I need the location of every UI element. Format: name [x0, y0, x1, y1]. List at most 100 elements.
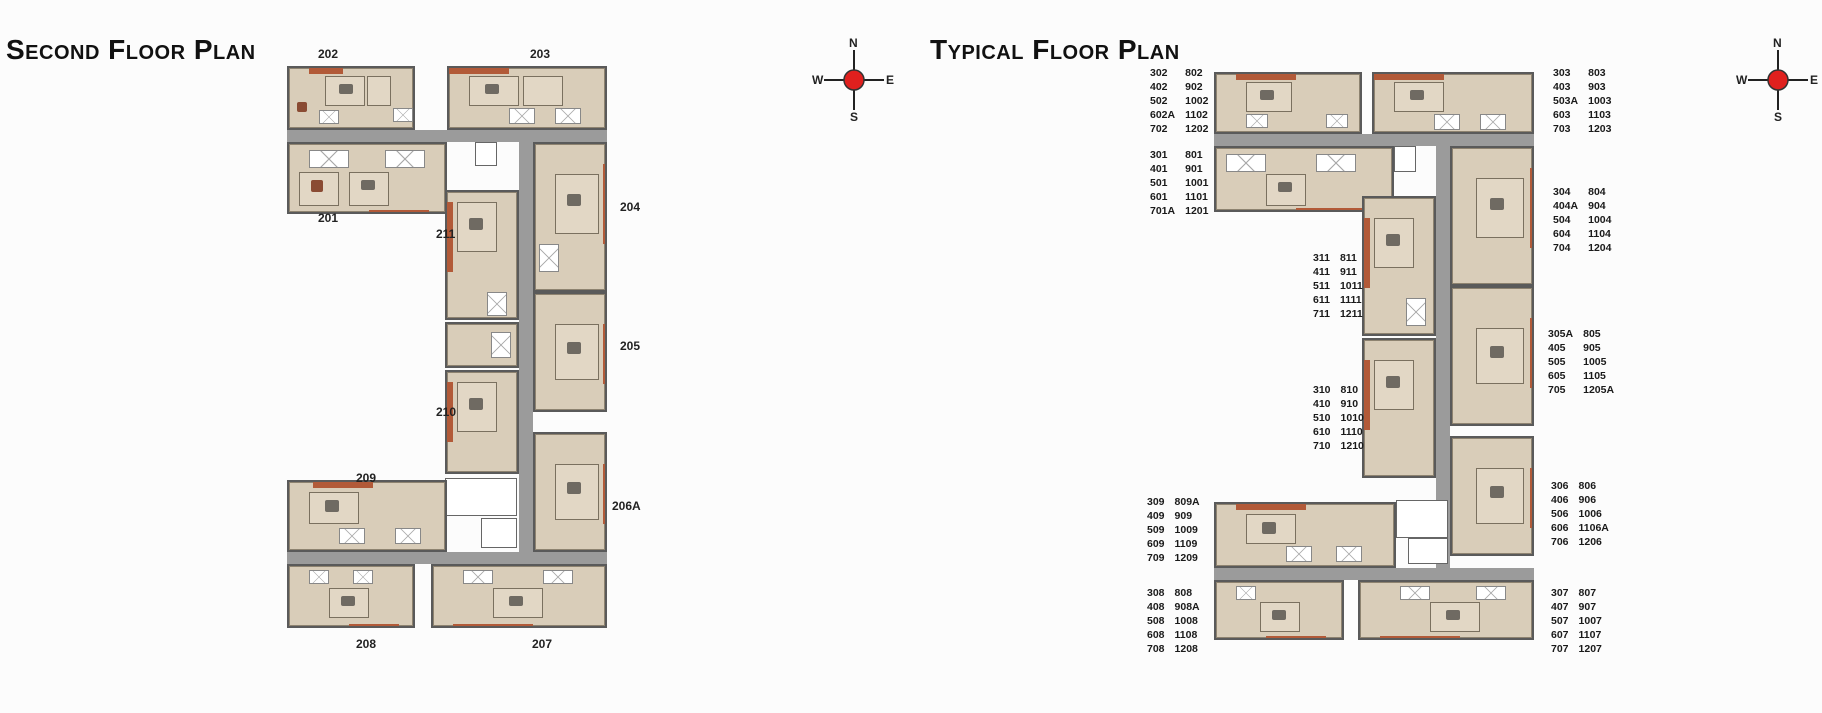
- unit-number: 1103: [1588, 109, 1611, 121]
- unit-number: 1211: [1339, 308, 1363, 320]
- unit-label-208: 208: [356, 637, 377, 651]
- unit-number: 406: [1551, 494, 1569, 506]
- unit-number: 501: [1150, 177, 1168, 189]
- unit-number: 1101: [1185, 191, 1208, 203]
- unit-number: 408: [1147, 601, 1165, 613]
- unit-number: 310: [1313, 384, 1331, 396]
- unit-number: 910: [1340, 398, 1359, 410]
- typical-corridor-bottom: [1214, 568, 1534, 580]
- unit-block-spine-left: [445, 322, 519, 368]
- unit-block-201: [287, 142, 447, 214]
- unit-number: 304: [1553, 186, 1571, 198]
- compass-west: W: [812, 73, 824, 87]
- unit-number: 403: [1553, 81, 1571, 93]
- unit-number: 411: [1313, 266, 1330, 278]
- unit-number: 1201: [1185, 205, 1209, 217]
- compass-north: N: [849, 36, 858, 50]
- unit-label-210: 210: [436, 405, 457, 419]
- typical-unit-block-right-3: [1450, 436, 1534, 556]
- unit-number: 710: [1313, 440, 1331, 452]
- unit-block-204: [533, 142, 607, 292]
- unit-number: 1010: [1340, 412, 1364, 424]
- unit-number: 1004: [1588, 214, 1612, 226]
- unit-number: 303: [1553, 67, 1571, 79]
- unit-number: 808: [1174, 587, 1193, 599]
- unit-number: 402: [1150, 81, 1168, 93]
- typical-floor-plan: [1212, 66, 1542, 646]
- unit-label-204: 204: [620, 200, 641, 214]
- unit-block-211: [445, 190, 519, 320]
- unit-number: 1008: [1174, 615, 1198, 627]
- unit-number: 1107: [1578, 629, 1602, 641]
- unit-number: 803: [1588, 67, 1606, 79]
- unit-number: 1001: [1185, 177, 1209, 189]
- unit-number: 311: [1313, 252, 1330, 264]
- unit-number: 908A: [1174, 601, 1200, 613]
- unit-number: 505: [1548, 356, 1566, 368]
- unit-number: 1209: [1174, 552, 1198, 564]
- compass-rose-icon: [824, 50, 884, 110]
- unit-number: 810: [1340, 384, 1359, 396]
- corridor-spine: [519, 142, 533, 622]
- unit-number: 510: [1313, 412, 1331, 424]
- unit-number: 702: [1150, 123, 1168, 135]
- unit-number: 1104: [1588, 228, 1611, 240]
- unit-number: 1206: [1578, 536, 1602, 548]
- unit-number: 1210: [1340, 440, 1364, 452]
- unit-number: 802: [1185, 67, 1203, 79]
- corridor-top: [287, 130, 607, 142]
- typical-unit-block-left-2: [1214, 146, 1394, 212]
- second-floor-title: Second Floor Plan: [6, 34, 256, 65]
- unit-block-209: [287, 480, 447, 552]
- unit-number: 903: [1588, 81, 1606, 93]
- unit-number: 711: [1313, 308, 1330, 320]
- unit-number: 504: [1553, 214, 1571, 226]
- unit-number: 901: [1185, 163, 1203, 175]
- unit-number: 305A: [1548, 328, 1574, 340]
- unit-number: 508: [1147, 615, 1165, 627]
- unit-number: 306: [1551, 480, 1569, 492]
- unit-number: 1002: [1185, 95, 1209, 107]
- unit-number: 511: [1313, 280, 1330, 292]
- unit-number: 1205A: [1583, 384, 1615, 396]
- unit-number: 608: [1147, 629, 1165, 641]
- unit-block-203: [447, 66, 607, 130]
- compass-south: S: [1774, 110, 1783, 124]
- unit-number: 506: [1551, 508, 1569, 520]
- typical-unit-block-right-1: [1450, 146, 1534, 286]
- unit-label-207: 207: [532, 637, 553, 651]
- unit-number: 704: [1553, 242, 1571, 254]
- unit-number: 302: [1150, 67, 1168, 79]
- unit-label-209: 209: [356, 471, 377, 485]
- unit-number: 1108: [1174, 629, 1198, 641]
- compass-east: E: [1810, 73, 1819, 87]
- unit-number: 409: [1147, 510, 1165, 522]
- unit-number: 804: [1588, 186, 1606, 198]
- unit-number: 1007: [1578, 615, 1602, 627]
- typical-unit-block-bottom-right: [1358, 580, 1534, 640]
- unit-number: 1011: [1339, 280, 1363, 292]
- lift-shaft-top: [475, 142, 497, 166]
- unit-number: 401: [1150, 163, 1168, 175]
- unit-number: 805: [1583, 328, 1601, 340]
- unit-number: 1202: [1185, 123, 1209, 135]
- unit-number: 308: [1147, 587, 1165, 599]
- unit-number: 709: [1147, 552, 1165, 564]
- unit-number: 1102: [1185, 109, 1208, 121]
- unit-number: 611: [1313, 294, 1330, 306]
- unit-number: 603: [1553, 109, 1571, 121]
- unit-number: 1009: [1174, 524, 1198, 536]
- unit-number: 1109: [1174, 538, 1198, 550]
- unit-label-206a: 206A: [612, 499, 641, 513]
- unit-block-208: [287, 564, 415, 628]
- unit-number: 606: [1551, 522, 1569, 534]
- unit-number: 911: [1339, 266, 1357, 278]
- unit-block-206a: [533, 432, 607, 552]
- unit-number: 904: [1588, 200, 1606, 212]
- unit-number: 909: [1174, 510, 1193, 522]
